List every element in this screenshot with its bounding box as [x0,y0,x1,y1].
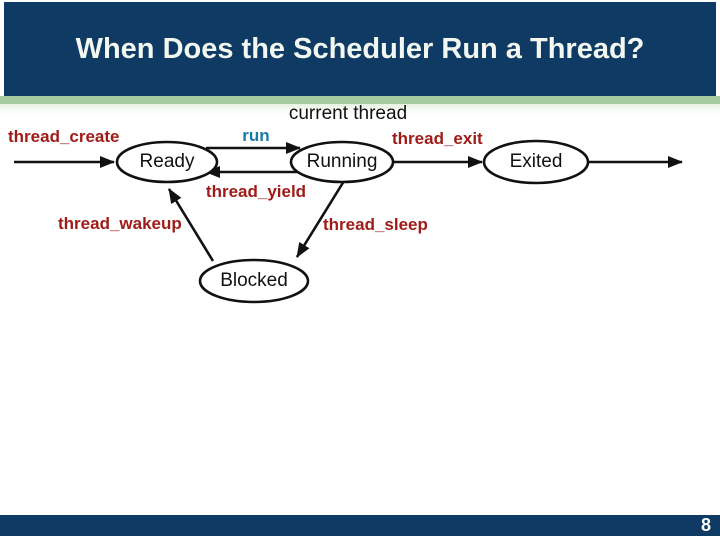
arrow-thread-wakeup [167,188,215,262]
thread-yield-label: thread_yield [205,182,307,201]
title-bar: When Does the Scheduler Run a Thread? [4,2,716,96]
thread-create-label: thread_create [8,127,120,146]
state-ellipse-exited [482,139,590,185]
footer-bar: 8 [0,515,720,536]
state-ellipse-running [289,140,395,184]
state-label-running: Running [306,151,378,172]
state-label-blocked: Blocked [220,270,288,291]
current-thread-label: current thread [288,103,408,124]
state-label-ready: Ready [139,151,195,172]
slide-title: When Does the Scheduler Run a Thread? [75,32,645,65]
header-accent-fade [0,104,720,114]
page-number: 8 [700,515,711,535]
arrow-thread-sleep [295,180,346,258]
state-label-exited: Exited [509,151,563,172]
thread-sleep-label: thread_sleep [323,215,428,234]
state-ellipse-ready [115,140,219,184]
run-label: run [242,126,270,145]
state-ellipse-blocked [198,258,310,304]
header-accent-stripe [0,96,720,104]
thread-exit-label: thread_exit [392,129,483,148]
thread-wakeup-label: thread_wakeup [58,214,182,233]
